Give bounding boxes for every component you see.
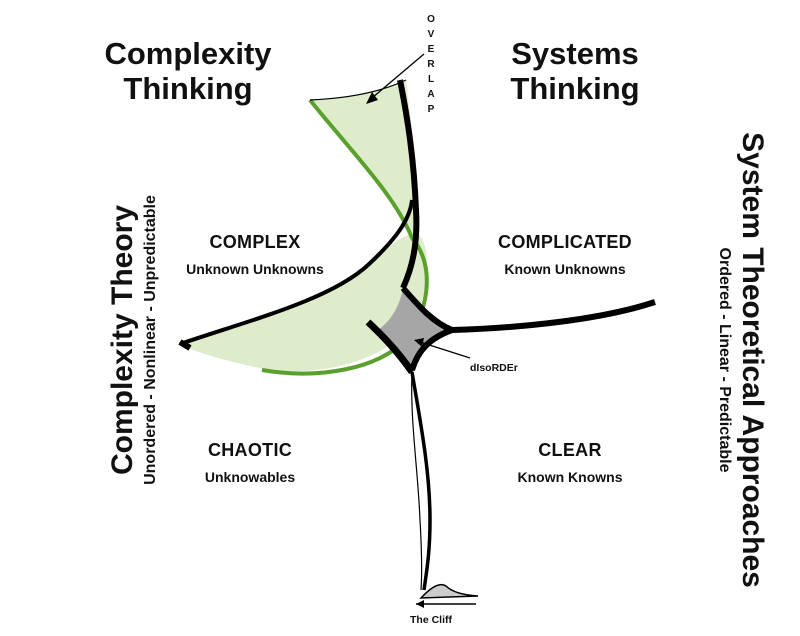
complexity-theory-title: Complexity Theory (106, 204, 139, 476)
clear-title: CLEAR (538, 440, 602, 460)
clear-domain: CLEAR Known Knowns (490, 440, 650, 485)
overlap-letter: P (427, 104, 435, 115)
system-theoretical-title: System Theoretical Approaches (736, 132, 769, 588)
top-green-overlap (310, 80, 417, 240)
chaotic-title: CHAOTIC (207, 440, 293, 460)
cliff-wave (419, 583, 479, 599)
right-arm-boundary (400, 286, 656, 334)
disorder-arrow-head (414, 338, 424, 347)
complicated-domain: COMPLICATED Known Unknowns (460, 232, 670, 277)
overlap-letter: V (427, 29, 435, 40)
overlap-letter: R (427, 59, 435, 70)
chaotic-domain: CHAOTIC Unknowables (170, 440, 330, 485)
bottom-arm-thin (411, 371, 423, 591)
systems-thinking-heading: Systems Thinking (490, 36, 660, 106)
disorder-label: dIsoRDEr (470, 362, 518, 374)
complex-domain: COMPLEX Unknown Unknowns (160, 232, 350, 277)
clear-subtitle: Known Knowns (517, 469, 623, 485)
complex-title: COMPLEX (209, 232, 301, 252)
complicated-title: COMPLICATED (498, 232, 632, 252)
system-theoretical-side: System Theoretical Approaches Ordered - … (713, 132, 769, 588)
complexity-theory-subtitle: Unordered - Nonlinear - Unpredictable (142, 195, 159, 485)
overlap-letter: E (427, 44, 435, 55)
overlap-boundary-line (261, 98, 429, 376)
bottom-arm-boundary (410, 371, 432, 591)
complexity-thinking-heading: Complexity Thinking (88, 36, 288, 106)
disorder-region (378, 288, 452, 370)
overlap-letter: A (427, 89, 435, 100)
right-arm-thin (409, 327, 454, 371)
chaotic-subtitle: Unknowables (204, 469, 296, 485)
complicated-subtitle: Known Unknowns (504, 261, 626, 277)
top-arm-boundary (397, 79, 420, 290)
systems-thinking-line-1: Systems (511, 36, 639, 71)
disorder-arrow-line (419, 341, 471, 359)
center-left-boundary (365, 319, 415, 375)
left-arm-stub (178, 339, 192, 351)
overlap-arrow-head (366, 92, 378, 104)
system-theoretical-subtitle: Ordered - Linear - Predictable (716, 247, 733, 473)
cliff-label: The Cliff (410, 614, 452, 626)
complex-subtitle: Unknown Unknowns (186, 261, 324, 277)
overlap-letter: O (427, 14, 435, 25)
complexity-thinking-line-1: Complexity (104, 36, 272, 71)
cliff-arrow-head (416, 600, 424, 608)
systems-thinking-line-2: Thinking (510, 71, 640, 107)
overlap-label: O V E R L A P (424, 12, 438, 117)
overlap-letter: L (427, 74, 435, 85)
complexity-thinking-line-2: Thinking (123, 71, 253, 107)
top-arm-thin (309, 79, 407, 101)
complexity-theory-side: Complexity Theory Unordered - Nonlinear … (106, 195, 162, 485)
left-arm-boundary (179, 199, 414, 346)
overlap-arrow-line (371, 53, 425, 99)
